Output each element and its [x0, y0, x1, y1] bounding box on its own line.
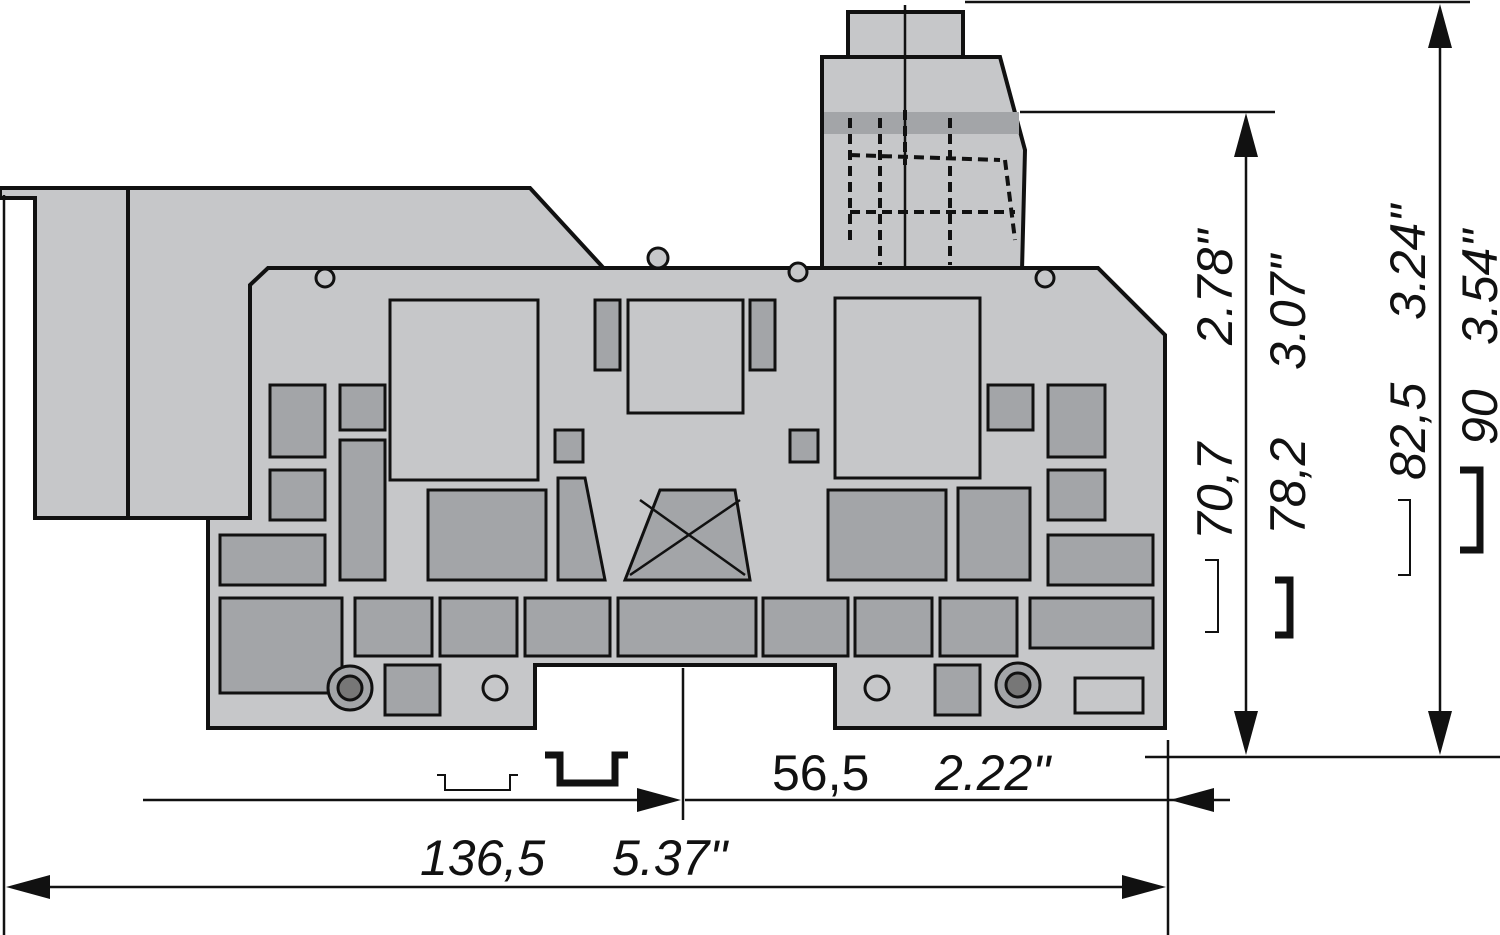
- total-width-mm: 136,5: [420, 830, 545, 886]
- bottom-cells: [353, 596, 1155, 658]
- height-70-mm: 70,7: [1187, 440, 1243, 540]
- height-78-mm: 78,2: [1260, 437, 1316, 535]
- large-rail-icon-vertical: [1275, 576, 1294, 639]
- height-70-inch: 2.78": [1187, 228, 1243, 346]
- large-rail-icon: [545, 751, 628, 787]
- height-82-inch: 3.24": [1380, 203, 1436, 320]
- height-78-inch: 3.07": [1260, 253, 1316, 370]
- terminal-body: [206, 246, 1167, 730]
- height-90-mm: 90: [1452, 389, 1500, 445]
- rail-to-edge-mm: 56,5: [772, 745, 869, 801]
- total-width-inch: 5.37": [612, 830, 729, 886]
- large-rail-icon-vertical-2: [1460, 466, 1484, 554]
- small-rail-icon-vertical-2: [1398, 499, 1411, 576]
- height-82-mm: 82,5: [1380, 382, 1436, 480]
- small-rail-icon: [437, 774, 518, 791]
- rail-to-edge-inch: 2.22": [934, 745, 1052, 801]
- fuse-holder: [820, 5, 1028, 272]
- height-90-inch: 3.54": [1452, 228, 1500, 345]
- small-rail-icon-vertical: [1205, 559, 1219, 633]
